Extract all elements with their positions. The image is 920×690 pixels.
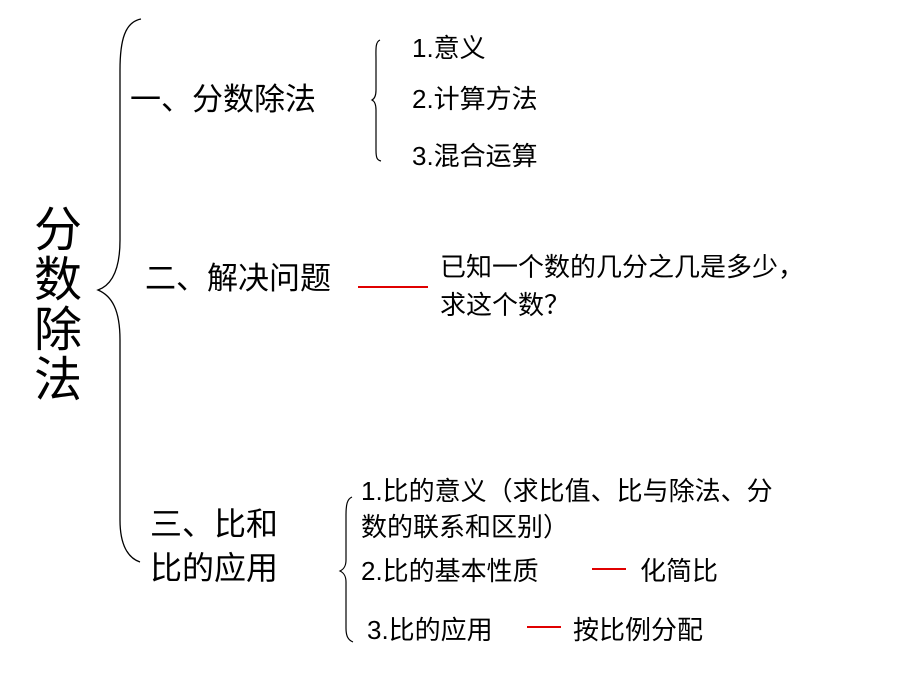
title-char: 除 — [34, 304, 83, 357]
section1-item: 1.意义 — [412, 33, 486, 63]
section3-item1-line2: 数的联系和区别） — [361, 512, 570, 542]
section3-brace — [338, 496, 354, 643]
title-char: 分 — [34, 204, 83, 257]
connector-line — [527, 626, 561, 628]
section3-item1-line1: 1.比的意义（求比值、比与除法、分 — [361, 476, 773, 506]
section1-item: 3.混合运算 — [412, 141, 538, 171]
main-brace — [96, 18, 142, 563]
connector-line — [592, 568, 626, 570]
section3-item2-result: 化简比 — [640, 556, 719, 586]
section3-item2: 2.比的基本性质 — [361, 556, 539, 586]
section2-desc-line2: 求这个数？ — [440, 290, 571, 320]
section3-item3-result: 按比例分配 — [573, 615, 704, 645]
section3-heading-line1: 三、比和 — [150, 506, 279, 542]
section1-item: 2.计算方法 — [412, 84, 538, 114]
connector-line — [358, 286, 428, 288]
section1-brace — [370, 39, 382, 162]
section2-heading: 二、解决问题 — [145, 261, 331, 296]
title-char: 法 — [34, 354, 83, 407]
section1-heading: 一、分数除法 — [130, 82, 316, 117]
section3-item3: 3.比的应用 — [367, 615, 493, 645]
section3-heading-line2: 比的应用 — [150, 550, 279, 586]
title-char: 数 — [34, 254, 83, 307]
section2-desc-line1: 已知一个数的几分之几是多少， — [440, 252, 805, 282]
